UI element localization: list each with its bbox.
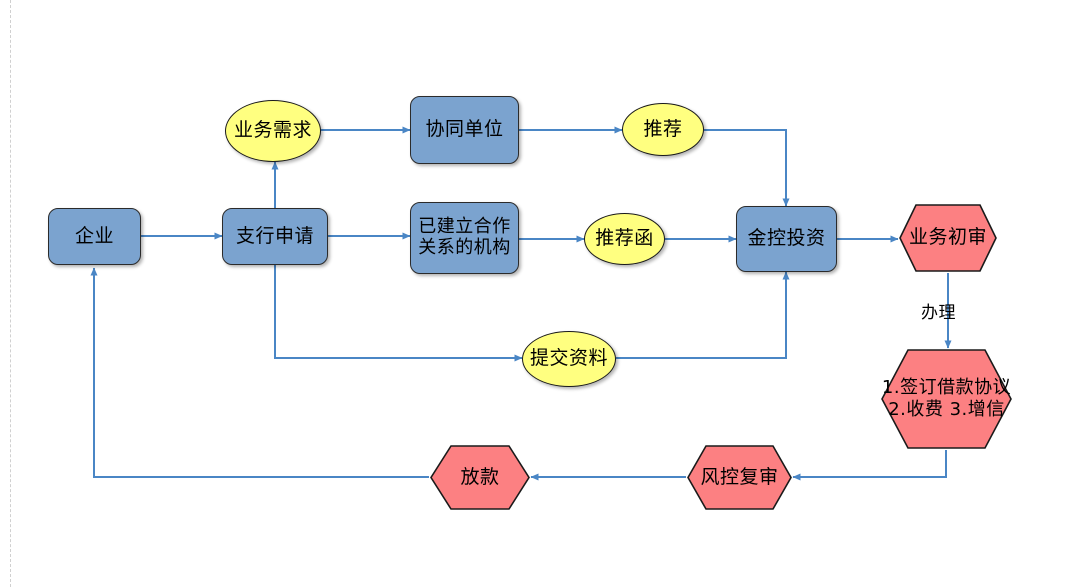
node-hezuo-jigou[interactable]: 已建立合作 关系的机构 bbox=[410, 202, 519, 274]
node-yewu-xuqiu-label: 业务需求 bbox=[233, 119, 312, 142]
node-tuijian-label: 推荐 bbox=[643, 117, 683, 140]
node-xietong-danwei-label: 协同单位 bbox=[425, 118, 504, 141]
node-fengkong-fushen[interactable]: 风控复审 bbox=[686, 444, 793, 511]
node-qiye-label: 企业 bbox=[74, 224, 114, 247]
node-tijiao-ziliao[interactable]: 提交资料 bbox=[522, 331, 616, 387]
node-qianding-jiekuan[interactable]: 1.签订借款协议 2.收费 3.增信 bbox=[880, 348, 1013, 450]
edge-zhihang-to-tijiaoziliao bbox=[274, 264, 523, 362]
edge-label-banli: 办理 bbox=[921, 303, 956, 323]
node-yewu-xuqiu[interactable]: 业务需求 bbox=[225, 100, 321, 162]
page-margin-guide bbox=[10, 0, 11, 587]
node-tuijian-han[interactable]: 推荐函 bbox=[584, 213, 665, 265]
edge-qianding-to-fengkong bbox=[792, 450, 947, 481]
node-tijiao-ziliao-label: 提交资料 bbox=[529, 347, 608, 370]
node-tuijian[interactable]: 推荐 bbox=[622, 103, 704, 156]
node-jinkong-touzi-label: 金控投资 bbox=[747, 227, 826, 250]
edge-fangkuan-to-qiye bbox=[90, 267, 429, 478]
node-yewu-chushen[interactable]: 业务初审 bbox=[898, 203, 998, 273]
node-fangkuan[interactable]: 放款 bbox=[429, 444, 531, 511]
node-xietong-danwei[interactable]: 协同单位 bbox=[410, 96, 519, 164]
node-tuijian-han-label: 推荐函 bbox=[595, 227, 654, 250]
edge-tijiaoziliao-to-jinkong bbox=[616, 271, 790, 359]
node-zhihang-shenqing-label: 支行申请 bbox=[235, 224, 314, 247]
node-qiye[interactable]: 企业 bbox=[48, 208, 141, 265]
node-jinkong-touzi[interactable]: 金控投资 bbox=[736, 206, 837, 272]
edge-tuijian-to-jinkong bbox=[704, 129, 790, 207]
node-hezuo-jigou-label: 已建立合作 关系的机构 bbox=[418, 216, 511, 258]
node-zhihang-shenqing[interactable]: 支行申请 bbox=[222, 208, 328, 265]
